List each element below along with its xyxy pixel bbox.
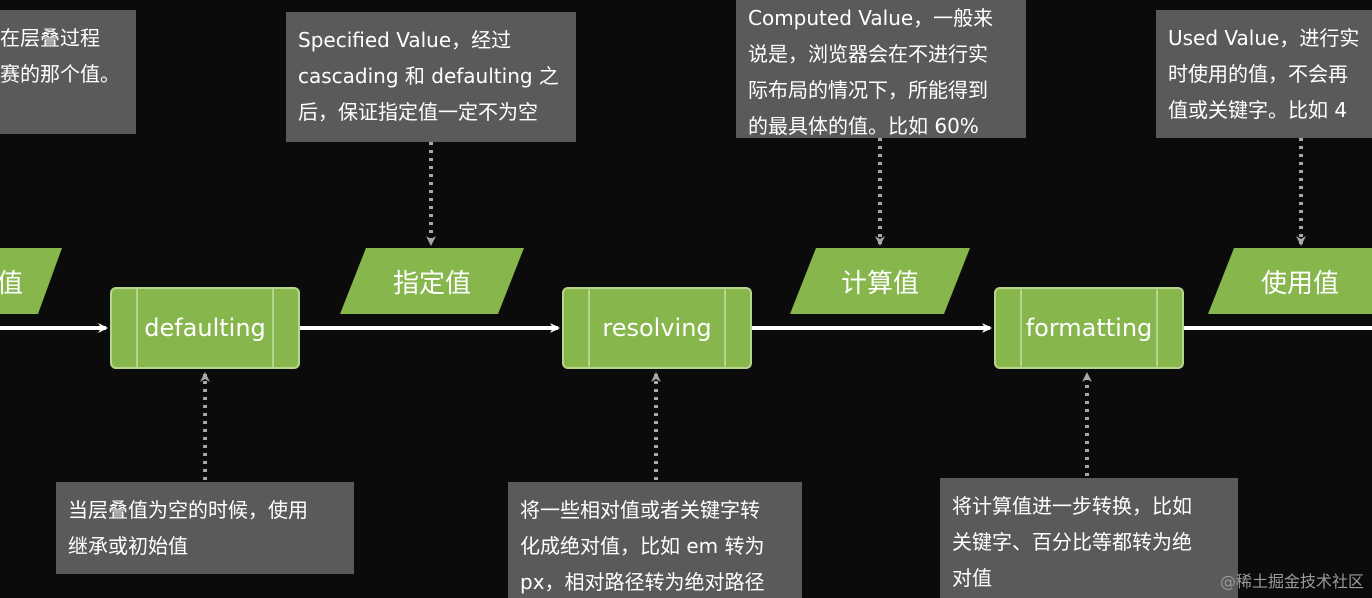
- process-resolving-label: resolving: [602, 314, 712, 342]
- value-computed-shape: [790, 248, 970, 314]
- process-bar-right: [272, 289, 274, 367]
- process-bar-left: [588, 289, 590, 367]
- note-cascaded-value: 在层叠过程 赛的那个值。: [0, 10, 136, 134]
- note-resolving: 将一些相对值或者关键字转 化成绝对值，比如 em 转为 px，相对路径转为绝对路…: [508, 482, 802, 598]
- note-computed-value: Computed Value，一般来 说是，浏览器会在不进行实 际布局的情况下，…: [736, 0, 1026, 138]
- process-bar-left: [136, 289, 138, 367]
- process-bar-right: [1156, 289, 1158, 367]
- value-used-label: 使用值: [1260, 268, 1339, 299]
- process-defaulting: defaulting: [110, 287, 300, 369]
- process-formatting: formatting: [994, 287, 1184, 369]
- process-formatting-label: formatting: [1025, 314, 1153, 342]
- note-defaulting: 当层叠值为空的时候，使用 继承或初始值: [56, 482, 354, 574]
- watermark: @稀土掘金技术社区: [1219, 572, 1364, 591]
- process-defaulting-label: defaulting: [144, 314, 266, 342]
- value-cascaded-shape: [0, 248, 62, 314]
- process-bar-right: [724, 289, 726, 367]
- note-specified-value: Specified Value，经过 cascading 和 defaultin…: [286, 12, 576, 142]
- value-specified-shape: [340, 248, 524, 314]
- value-used-shape: [1208, 248, 1372, 314]
- value-computed-label: 计算值: [840, 268, 919, 299]
- value-cascaded-label: 值: [0, 268, 24, 299]
- process-bar-left: [1020, 289, 1022, 367]
- value-specified-label: 指定值: [392, 268, 471, 299]
- note-formatting: 将计算值进一步转换，比如 关键字、百分比等都转为绝 对值: [940, 478, 1238, 598]
- note-used-value: Used Value，进行实 时使用的值，不会再 值或关键字。比如 4: [1156, 10, 1372, 138]
- process-resolving: resolving: [562, 287, 752, 369]
